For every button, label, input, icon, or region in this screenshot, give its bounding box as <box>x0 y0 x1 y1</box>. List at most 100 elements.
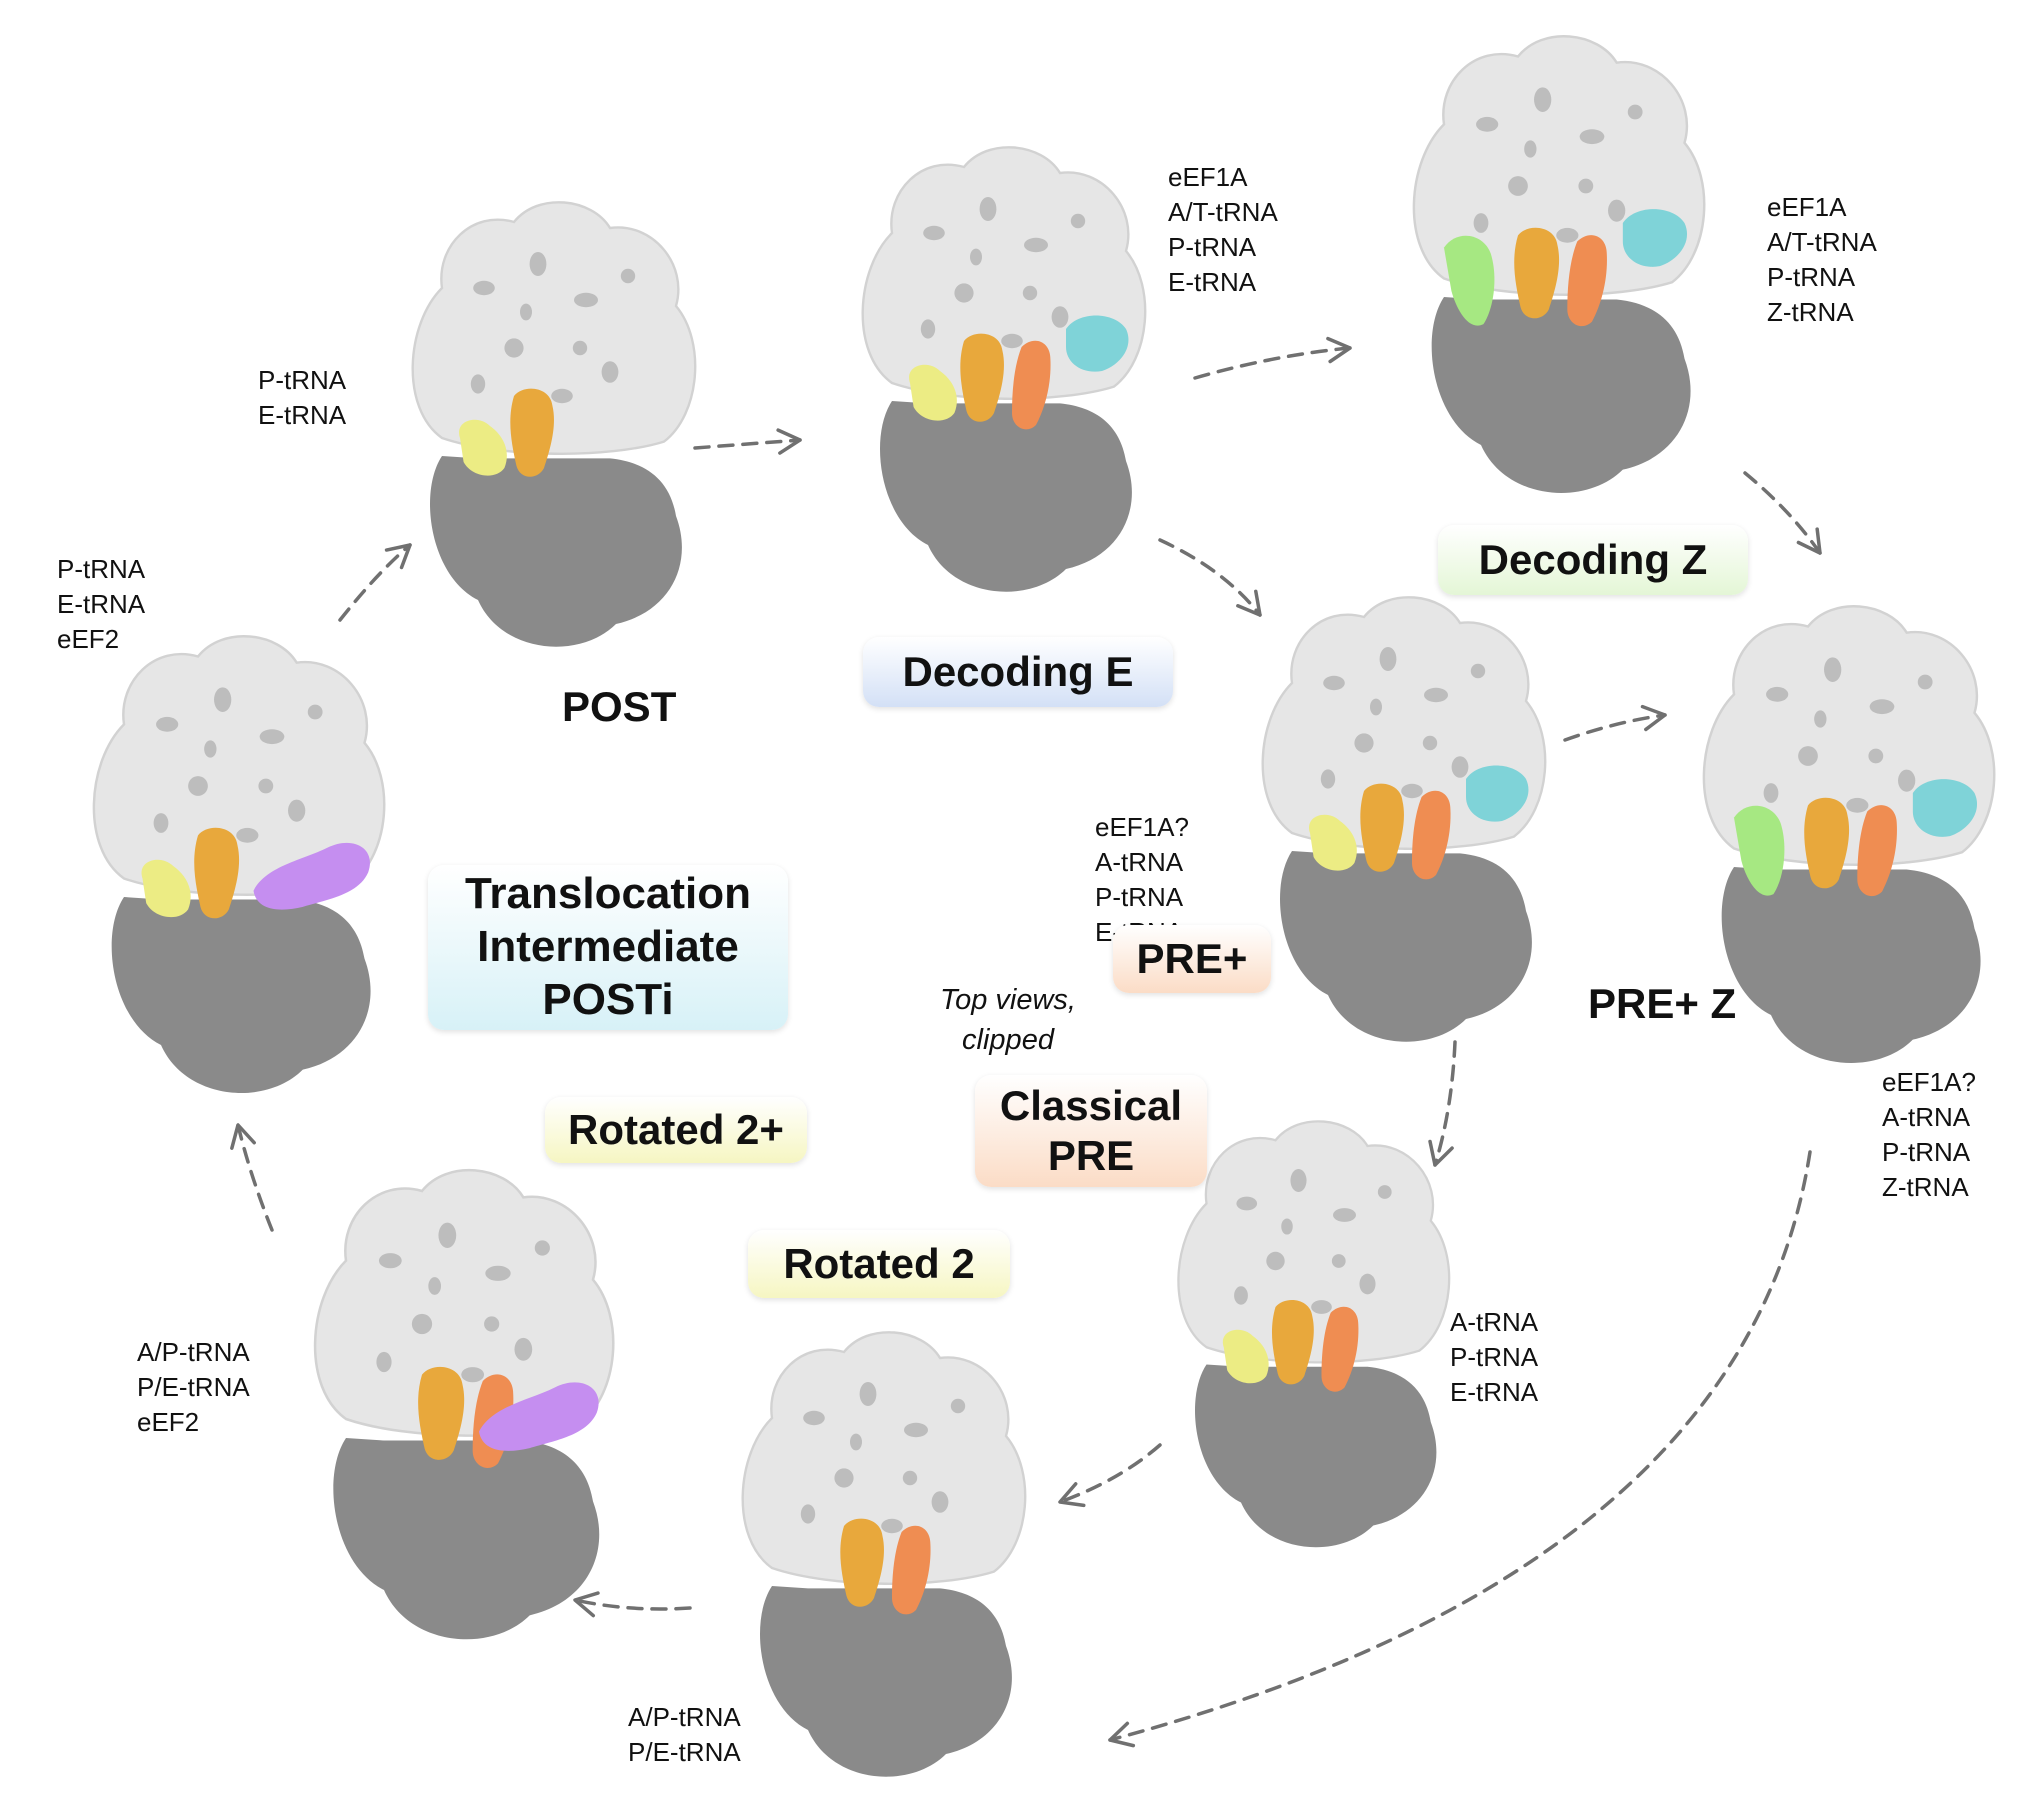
decoding-e-components: eEF1A A/T-tRNA P-tRNA E-tRNA <box>1168 160 1278 300</box>
component-label: eEF1A? <box>1095 812 1189 842</box>
state-title-decoding-z: Decoding Z <box>1438 525 1748 595</box>
density-cavity <box>485 1265 511 1281</box>
ribosome-map-post <box>411 201 697 647</box>
density-cavity <box>834 1468 854 1488</box>
p-site-trna-density <box>194 827 240 919</box>
ribosome-map-pre-plus-z <box>1702 605 1996 1063</box>
density-cavity <box>378 1253 402 1269</box>
arrowhead <box>1428 1139 1454 1167</box>
state-title-text: PRE+ <box>1136 934 1248 982</box>
density-cavity <box>601 361 619 383</box>
density-cavity <box>1579 129 1605 145</box>
note-line: Top views, <box>940 984 1076 1016</box>
decoding-z-components: eEF1A A/T-tRNA P-tRNA Z-tRNA <box>1767 190 1877 330</box>
a-site-trna-density <box>1567 235 1607 327</box>
arrowhead <box>573 1591 600 1618</box>
density-cavity <box>1868 748 1884 764</box>
eef1a-density <box>1066 315 1129 372</box>
density-cavity <box>473 280 495 296</box>
density-cavity <box>1401 783 1423 799</box>
z-trna-density <box>1444 235 1495 326</box>
arrow-decoding-z-to-pre-plus-z <box>1743 471 1822 555</box>
state-title-text: Translocation <box>464 869 752 919</box>
e-site-trna-density <box>459 419 507 476</box>
pre-plus-z-components: eEF1A? A-tRNA P-tRNA Z-tRNA <box>1882 1065 1976 1205</box>
component-label: P-tRNA <box>258 365 347 395</box>
density-cavity <box>979 197 997 221</box>
a-site-trna-density <box>1012 340 1051 430</box>
density-cavity <box>1024 237 1048 253</box>
a-site-trna-density <box>1857 805 1897 897</box>
density-cavity <box>551 388 573 404</box>
density-cavity <box>1236 1196 1258 1211</box>
state-title-text: Rotated 2 <box>783 1239 975 1287</box>
density-cavity <box>1290 1169 1307 1192</box>
density-cavity <box>950 1398 966 1414</box>
e-site-trna-density <box>1309 814 1357 871</box>
ribosome-map-decoding-e <box>861 146 1147 592</box>
large-subunit-density <box>741 1331 1027 1585</box>
arrowhead <box>1058 1482 1086 1508</box>
p-site-trna-density <box>418 1366 465 1460</box>
density-cavity <box>800 1504 816 1524</box>
small-subunit-density <box>333 1438 600 1640</box>
density-cavity <box>920 319 936 339</box>
small-subunit-density <box>880 401 1132 592</box>
density-cavity <box>904 1422 928 1438</box>
density-cavity <box>153 813 169 833</box>
state-title-post: POST <box>562 683 677 730</box>
density-cavity <box>970 248 982 266</box>
component-label: A/P-tRNA <box>628 1702 741 1732</box>
density-cavity <box>1331 1254 1346 1268</box>
ribosome-map-rotated-2 <box>741 1331 1027 1777</box>
posti-components: P-tRNA E-tRNA eEF2 <box>57 552 145 657</box>
arrowhead <box>384 543 412 570</box>
component-label: P/E-tRNA <box>628 1737 741 1767</box>
component-label: A-tRNA <box>1882 1102 1971 1132</box>
component-label: E-tRNA <box>1450 1377 1539 1407</box>
density-cavity <box>288 799 306 822</box>
small-subunit-density <box>1280 851 1532 1042</box>
density-cavity <box>954 283 974 303</box>
density-cavity <box>204 740 217 758</box>
small-subunit-density <box>1721 867 1981 1063</box>
arrowhead <box>1796 527 1822 555</box>
component-label: P-tRNA <box>57 554 146 584</box>
state-title-pre-plus-z: PRE+ Z <box>1588 980 1737 1027</box>
component-label: P-tRNA <box>1168 232 1257 262</box>
density-cavity <box>428 1277 441 1295</box>
ribosome-map-pre-plus <box>1261 596 1547 1042</box>
component-label: E-tRNA <box>1168 267 1257 297</box>
density-cavity <box>1869 699 1895 715</box>
eef2-density <box>253 842 370 910</box>
density-cavity <box>931 1491 949 1513</box>
rotated-2-plus-components: A/P-tRNA P/E-tRNA eEF2 <box>137 1335 250 1440</box>
state-title-decoding-e: Decoding E <box>863 637 1173 707</box>
a-site-trna-density <box>892 1525 931 1615</box>
density-cavity <box>470 374 486 394</box>
a-site-trna-density <box>1412 790 1451 880</box>
ribosome-map-decoding-z <box>1412 35 1706 493</box>
density-cavity <box>1377 1185 1392 1199</box>
density-cavity <box>504 338 524 358</box>
density-cavity <box>529 252 547 276</box>
state-title-classical-pre: Classical PRE <box>975 1075 1207 1187</box>
density-cavity <box>214 687 232 712</box>
density-cavity <box>1320 769 1336 789</box>
component-label: Z-tRNA <box>1767 297 1854 327</box>
density-cavity <box>574 292 598 308</box>
ribosome-map-rotated-2-plus <box>313 1169 615 1640</box>
density-cavity <box>1824 657 1842 682</box>
state-title-rotated-2: Rotated 2 <box>748 1230 1010 1298</box>
post-components: P-tRNA E-tRNA <box>258 363 346 433</box>
eef1a-density <box>1912 779 1978 837</box>
density-cavity <box>1766 686 1789 702</box>
density-cavity <box>902 1470 918 1486</box>
top-views-note: Top views, clipped <box>918 980 1098 1060</box>
component-label: eEF1A? <box>1882 1067 1976 1097</box>
density-cavity <box>1763 783 1779 803</box>
component-label: A/P-tRNA <box>137 1337 250 1367</box>
density-cavity <box>156 716 179 732</box>
